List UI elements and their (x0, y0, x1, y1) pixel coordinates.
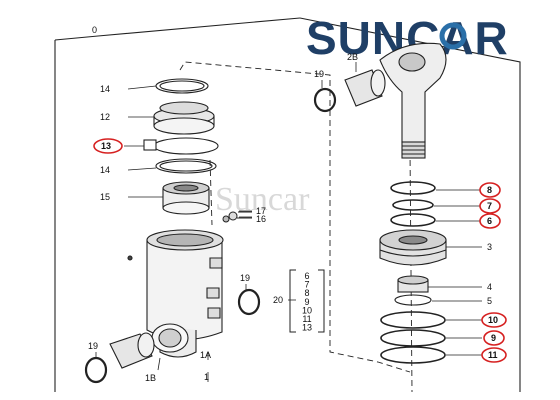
callout-8-highlight: 8 (479, 182, 501, 198)
callout-16: 16 (256, 214, 266, 224)
part-2-piston-rod (379, 42, 447, 159)
part-1-cylinder-barrel (127, 229, 224, 358)
frame-label: 0 (92, 25, 97, 35)
callout-6: 6 (487, 216, 492, 226)
part-1b-pin-bushing (109, 332, 155, 369)
part-16-17-fitting (222, 211, 252, 223)
callout-8: 8 (487, 185, 492, 195)
callout-14-top: 14 (100, 84, 110, 94)
part-14-lower-ring (155, 158, 217, 174)
part-11-seal (380, 346, 446, 364)
assembly-guides (179, 61, 413, 393)
callout-9: 9 (491, 333, 496, 343)
callout-17: 17 (256, 206, 266, 216)
kit-item: 10 (302, 305, 312, 315)
callout-20: 20 (273, 295, 283, 305)
part-19-seal-top (313, 87, 337, 113)
part-10-seal (380, 311, 446, 329)
part-19-seal-left-bottom (84, 356, 108, 384)
callout-19-bottom: 19 (88, 341, 98, 351)
kit-item: 6 (304, 271, 309, 281)
kit-item: 8 (304, 288, 309, 298)
part-19-seal-left-mid (237, 288, 261, 316)
callout-4: 4 (487, 282, 492, 292)
kit-item: 7 (304, 280, 309, 290)
part-4-nut (397, 275, 429, 293)
part-13-backup-ring (143, 137, 219, 155)
callout-19-top: 19 (314, 69, 324, 79)
part-14-top-ring (155, 78, 209, 94)
callout-6-highlight: 6 (479, 213, 501, 229)
leader-lines (95, 62, 482, 382)
part-8-seal (390, 181, 436, 195)
diagram-frame (54, 17, 521, 392)
part-12-wiper (153, 101, 215, 135)
callout-19-mid: 19 (240, 273, 250, 283)
part-9-seal (380, 329, 446, 347)
callout-3: 3 (487, 242, 492, 252)
kit-item: 11 (302, 314, 311, 324)
callout-12: 12 (100, 112, 110, 122)
part-5-ring (394, 294, 432, 306)
callout-2b: 2B (347, 52, 358, 62)
kit-item: 13 (302, 323, 312, 333)
callout-10-highlight: 10 (481, 312, 507, 328)
callout-13: 13 (101, 141, 111, 151)
callout-14-lower: 14 (100, 165, 110, 175)
callout-15: 15 (100, 192, 110, 202)
callout-1: 1 (204, 372, 209, 382)
part-6-ring (390, 213, 436, 227)
callout-11-highlight: 11 (481, 347, 507, 363)
callout-1b: 1B (145, 373, 156, 383)
watermark: Suncar (215, 181, 310, 218)
part-7-ring (392, 199, 434, 211)
callout-7: 7 (487, 201, 492, 211)
logo-ring (439, 22, 467, 50)
callout-5: 5 (487, 296, 492, 306)
kit-item: 9 (304, 297, 309, 307)
callout-13-highlight: 13 (93, 138, 123, 154)
callout-10: 10 (488, 315, 498, 325)
callout-9-highlight: 9 (483, 330, 505, 346)
callout-11: 11 (488, 350, 498, 360)
part-3-piston (379, 229, 447, 266)
part-2b-rod-bushing (344, 69, 386, 107)
callout-7-highlight: 7 (479, 198, 501, 214)
callout-1a: 1A (200, 350, 211, 360)
part-15-gland-nut (162, 181, 210, 215)
